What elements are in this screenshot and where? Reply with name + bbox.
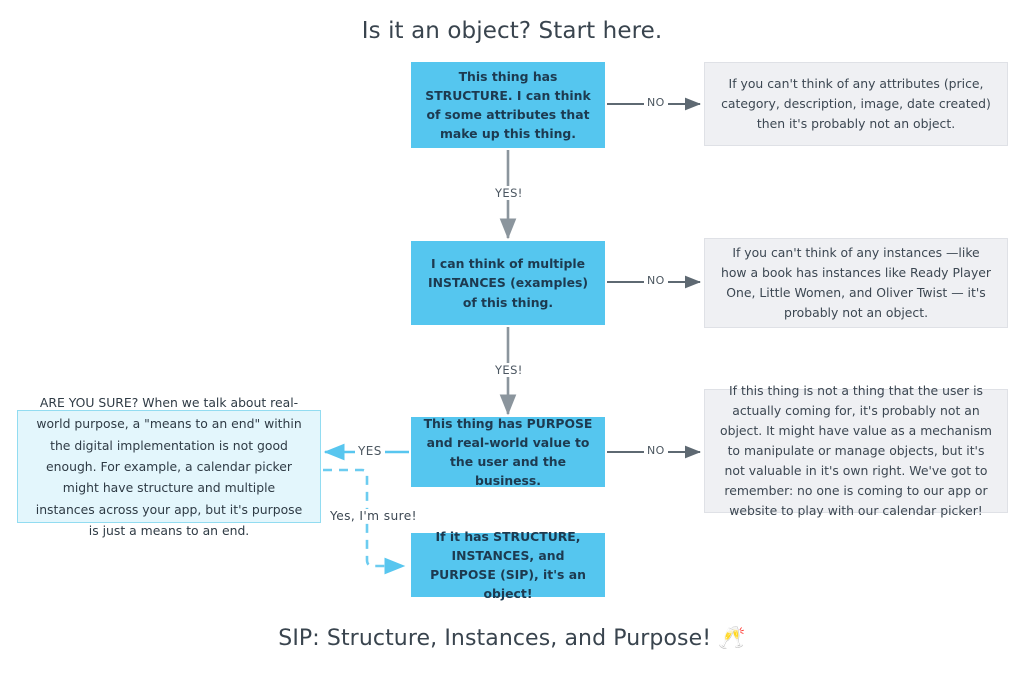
edge-yes-im-sure-dashed xyxy=(323,468,406,575)
terminal-box-sip[interactable]: If it has STRUCTURE, INSTANCES, and PURP… xyxy=(411,529,605,601)
decision-box-purpose[interactable]: This thing has PURPOSE and real-world va… xyxy=(411,416,605,488)
edge-label-no-2: NO xyxy=(644,274,668,287)
edge-label-no-3: NO xyxy=(644,444,668,457)
edge-label-yes-2: YES! xyxy=(492,363,526,377)
page-title: Is it an object? Start here. xyxy=(361,18,663,44)
edge-label-yes-left: YES xyxy=(355,444,385,458)
edge-label-no-1: NO xyxy=(644,96,668,109)
decision-box-structure[interactable]: This thing has STRUCTURE. I can think of… xyxy=(411,62,605,148)
aside-box-are-you-sure: ARE YOU SURE? When we talk about real-wo… xyxy=(17,395,321,538)
outcome-box-no-instances: If you can't think of any instances —lik… xyxy=(704,238,1008,328)
outcome-box-no-purpose: If this thing is not a thing that the us… xyxy=(704,383,1008,518)
decision-box-instances[interactable]: I can think of multiple INSTANCES (examp… xyxy=(411,241,605,325)
outcome-box-no-structure: If you can't think of any attributes (pr… xyxy=(704,62,1008,146)
edge-label-yes-im-sure: Yes, I'm sure! xyxy=(327,509,420,523)
page-caption: SIP: Structure, Instances, and Purpose! … xyxy=(278,626,746,651)
edge-label-yes-1: YES! xyxy=(492,186,526,200)
